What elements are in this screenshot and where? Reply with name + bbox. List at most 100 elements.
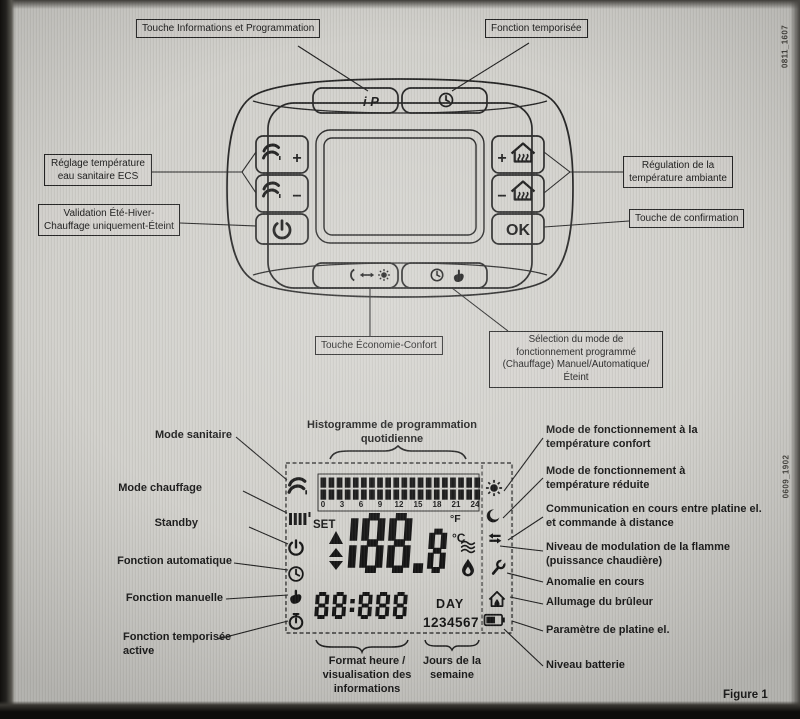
- legend-niveau-batterie: Niveau batterie: [546, 659, 625, 671]
- power-button: [255, 213, 309, 245]
- tap-icon: [262, 181, 283, 200]
- tap-icon: [262, 143, 283, 162]
- callout-timed-function: Fonction temporisée: [485, 19, 588, 38]
- hour-tick: 18: [433, 500, 442, 509]
- dhw-minus-button: [255, 174, 309, 213]
- plus-sign: +: [497, 150, 506, 167]
- lcd-texts: 0 3 6 9 12 15 18 21 24 SET °F °C DAY 123…: [313, 500, 480, 630]
- burner-house-icon: [488, 590, 506, 608]
- tap-icon: [287, 477, 309, 496]
- sun-icon: [485, 479, 503, 497]
- clock-icon: [438, 92, 454, 108]
- legend-format-heure: Format heure / visualisation des informa…: [322, 655, 412, 695]
- hour-tick: 6: [359, 500, 364, 509]
- histogram-brace: [329, 444, 467, 460]
- lcd-histogram-bars: [320, 477, 481, 500]
- legend-jours-semaine: Jours de la semaine: [422, 655, 482, 681]
- lcd-main-value-digits: [347, 513, 448, 573]
- time-brace: [315, 639, 409, 655]
- hand-icon: [453, 269, 464, 282]
- callout-validation: Validation Été-Hiver-Chauffage uniquemen…: [38, 204, 180, 236]
- moon-icon: [350, 268, 356, 282]
- figure-caption: Figure 1: [723, 689, 768, 701]
- hand-icon: [290, 589, 302, 604]
- photo-edge-top: [0, 0, 800, 9]
- left-right-arrow-icon: [359, 272, 375, 278]
- callout-dhw-temp: Réglage température eau sanitaire ECS: [44, 154, 152, 186]
- celsius-unit: °C: [452, 531, 466, 545]
- hour-tick: 0: [321, 500, 326, 509]
- power-icon: [288, 539, 304, 556]
- lcd-left-icons: [287, 477, 311, 630]
- minus-sign: −: [497, 188, 506, 205]
- legend-mode-reduit: Mode de fonctionnement à température réd…: [546, 465, 686, 491]
- lcd-right-icons: [460, 479, 509, 627]
- room-plus-button: [491, 135, 545, 174]
- communication-arrows-icon: [488, 533, 502, 544]
- dhw-plus-button: [255, 135, 309, 174]
- minus-sign: −: [292, 188, 301, 205]
- legend-allumage: Allumage du brûleur: [546, 596, 653, 608]
- callout-connector-lines: [152, 42, 630, 336]
- mode-select-button: [401, 262, 488, 289]
- lcd-time-digits: [314, 592, 408, 619]
- flame-icon: [462, 558, 474, 577]
- photo-edge-bottom: [0, 701, 800, 719]
- hour-tick: 21: [452, 500, 461, 509]
- legend-parametre: Paramètre de platine el.: [546, 624, 670, 636]
- callout-room-temp: Régulation de la température ambiante: [623, 156, 733, 188]
- ok-button-label: OK: [506, 222, 530, 239]
- info-prog-button-label: i P: [363, 94, 379, 109]
- info-prog-button: [312, 87, 399, 114]
- radiator-icon: [289, 512, 311, 525]
- moon-icon: [486, 509, 500, 523]
- histogram-title: Histogramme de programmation quotidienne: [307, 419, 477, 445]
- room-minus-button: [491, 174, 545, 213]
- callout-confirmation: Touche de confirmation: [629, 209, 745, 228]
- sun-icon: [377, 268, 391, 282]
- legend-modulation: Niveau de modulation de la flamme (puiss…: [546, 541, 730, 567]
- timer-icon: [288, 613, 304, 630]
- remote-button-icons: i P + − + − OK: [262, 92, 536, 282]
- legend-anomalie: Anomalie en cours: [546, 576, 645, 588]
- small-up-arrow-icon: [329, 548, 343, 557]
- doc-code-top: 0811_1607: [780, 24, 790, 69]
- legend-fonction-temporisee: Fonction temporisée active: [123, 631, 232, 657]
- hour-tick: 3: [340, 500, 345, 509]
- remote-control-drawing: [226, 78, 574, 298]
- legend-mode-chauffage: Mode chauffage: [118, 482, 202, 494]
- remote-lcd-screen: [315, 129, 485, 244]
- hour-tick: 12: [395, 500, 404, 509]
- hour-tick: 15: [414, 500, 423, 509]
- up-arrow-icon: [329, 531, 343, 544]
- legend-communication: Communication en cours entre platine el.…: [546, 503, 762, 529]
- photo-edge-left: [0, 0, 15, 719]
- callout-eco-comfort: Touche Économie-Confort: [315, 336, 443, 355]
- battery-icon: [483, 613, 506, 627]
- fahrenheit-unit: °F: [450, 513, 461, 525]
- wrench-icon: [488, 556, 509, 578]
- house-heating-icon: [510, 142, 536, 163]
- power-icon: [272, 219, 292, 240]
- week-numbers: 1234567: [423, 615, 479, 630]
- set-label: SET: [313, 519, 335, 531]
- ok-button: [491, 213, 545, 245]
- callout-info-prog: Touche Informations et Programmation: [136, 19, 321, 38]
- photo-edge-right: [790, 0, 800, 719]
- day-label: DAY: [436, 597, 464, 611]
- timed-function-button: [401, 87, 488, 114]
- plus-sign: +: [292, 150, 301, 167]
- clock-icon: [288, 566, 304, 582]
- small-down-arrow-icon: [329, 561, 343, 570]
- days-brace: [424, 639, 480, 652]
- legend-fonction-manuelle: Fonction manuelle: [125, 592, 223, 604]
- clock-icon: [430, 268, 444, 282]
- legend-connector-lines: [217, 436, 544, 667]
- callout-mode-select: Sélection du mode de fonctionnement prog…: [489, 331, 663, 388]
- legend-standby: Standby: [154, 517, 198, 529]
- hour-tick: 9: [378, 500, 383, 509]
- legend-mode-sanitaire: Mode sanitaire: [154, 429, 232, 441]
- house-heating-icon: [510, 180, 536, 201]
